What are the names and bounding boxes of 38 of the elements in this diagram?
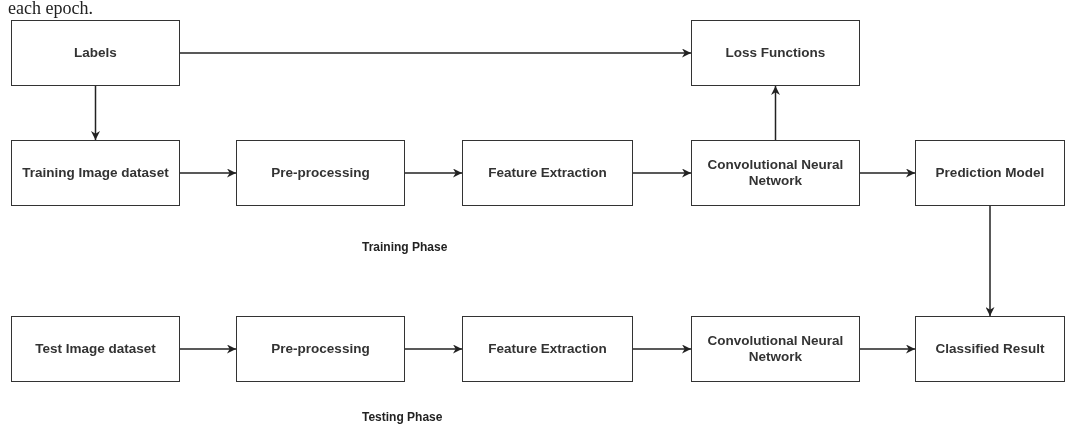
box-label: Test Image dataset	[35, 341, 156, 357]
arrow	[404, 344, 463, 354]
box-label: Prediction Model	[935, 165, 1045, 181]
process-box	[236, 140, 405, 206]
process-box	[11, 20, 180, 86]
process-box	[11, 316, 180, 382]
box-label: Classified Result	[935, 341, 1045, 357]
arrow	[771, 85, 780, 141]
process-box	[462, 316, 633, 382]
arrow	[179, 168, 237, 178]
arrow	[179, 48, 692, 58]
arrow	[404, 168, 463, 178]
box-label: Convolutional Neural Network	[706, 157, 845, 189]
box-label: Loss Functions	[725, 45, 826, 61]
box-label: Convolutional Neural Network	[706, 333, 845, 365]
process-box	[236, 316, 405, 382]
arrow	[179, 344, 237, 354]
process-box	[915, 316, 1065, 382]
box-label: Pre-processing	[271, 165, 370, 181]
process-box	[691, 20, 860, 86]
arrow	[632, 344, 692, 354]
process-box	[691, 316, 860, 382]
arrow	[632, 168, 692, 178]
process-box	[11, 140, 180, 206]
phase-label: Testing Phase	[362, 410, 443, 424]
box-label: Feature Extraction	[488, 165, 607, 181]
arrow	[91, 85, 100, 141]
box-label: Feature Extraction	[488, 341, 607, 357]
box-label: Labels	[74, 45, 117, 61]
box-label: Training Image dataset	[22, 165, 169, 181]
process-box	[691, 140, 860, 206]
box-label: Pre-processing	[271, 341, 370, 357]
phase-label: Training Phase	[362, 240, 448, 254]
process-box	[462, 140, 633, 206]
process-box	[915, 140, 1065, 206]
arrow	[859, 168, 916, 178]
arrow	[859, 344, 916, 354]
arrow	[985, 205, 995, 317]
